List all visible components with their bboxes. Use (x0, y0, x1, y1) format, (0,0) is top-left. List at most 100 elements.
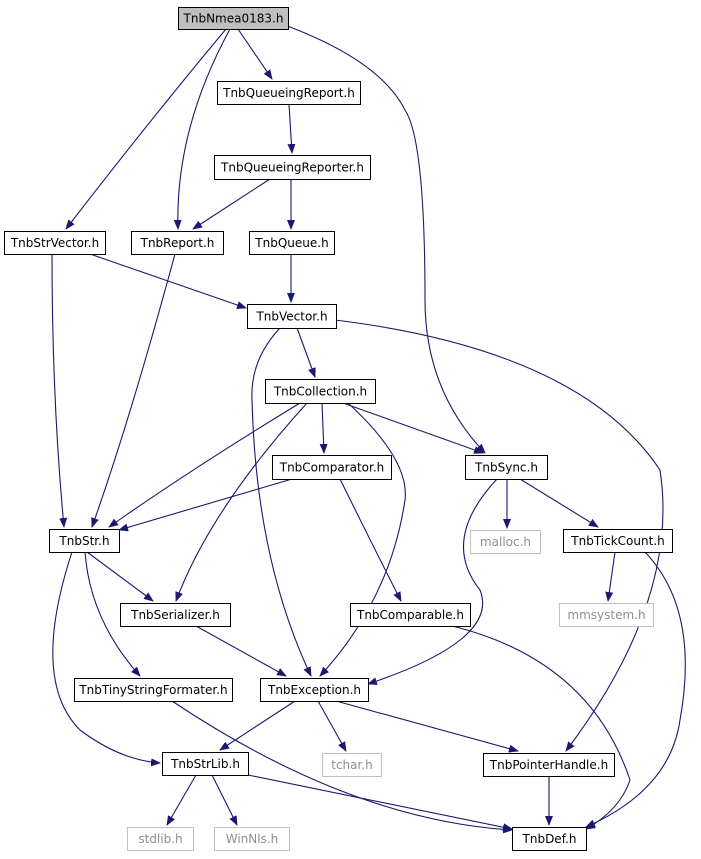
edge-str-to-tinyFmt (84, 551, 141, 677)
edge-report-to-str (91, 253, 176, 528)
node-box (265, 379, 376, 404)
node-label: TnbDef.h (522, 832, 577, 846)
edge-exception-to-pointerHandle (335, 700, 519, 753)
node-def[interactable]: TnbDef.h (512, 827, 587, 851)
node-serializer[interactable]: TnbSerializer.h (120, 603, 231, 627)
edge-strLib-to-def (247, 774, 513, 832)
edges-layer (51, 23, 686, 834)
edge-tinyFmt-to-def (171, 700, 513, 834)
node-box (162, 752, 249, 776)
node-box (217, 81, 361, 105)
node-box (470, 530, 541, 554)
node-label: mmsystem.h (567, 608, 645, 622)
edge-nmea-to-sync (281, 23, 486, 454)
node-label: tchar.h (331, 758, 373, 772)
node-label: TnbStrLib.h (170, 757, 240, 771)
edge-str-to-strLib (52, 551, 161, 767)
node-box (260, 678, 369, 702)
node-tchar: tchar.h (322, 753, 382, 777)
node-label: TnbCollection.h (273, 385, 367, 399)
node-box (563, 529, 673, 553)
nodes-layer: TnbNmea0183.hTnbQueueingReport.hTnbQueue… (4, 7, 673, 851)
edge-strLib-to-stdlib (166, 774, 197, 826)
node-label: TnbPointerHandle.h (489, 758, 608, 772)
node-queueingReport[interactable]: TnbQueueingReport.h (217, 81, 361, 105)
node-label: malloc.h (480, 535, 531, 549)
node-nmea[interactable]: TnbNmea0183.h (178, 7, 289, 30)
edge-vector-to-collection (296, 327, 316, 378)
edge-queueingReport-to-queueingReporter (287, 103, 296, 154)
node-label: TnbStrVector.h (10, 236, 99, 250)
edge-vector-to-exception (251, 327, 312, 677)
node-str[interactable]: TnbStr.h (49, 529, 120, 553)
edge-collection-to-comparator (319, 402, 328, 454)
node-tinyFmt[interactable]: TnbTinyStringFormater.h (74, 678, 233, 702)
edge-serializer-to-exception (195, 625, 287, 677)
edge-comparable-to-def (451, 625, 631, 830)
node-label: TnbStr.h (58, 534, 109, 548)
node-vector[interactable]: TnbVector.h (247, 304, 337, 329)
node-label: TnbComparable.h (356, 608, 464, 622)
node-label: TnbTickCount.h (570, 534, 664, 548)
edge-comparator-to-comparable (339, 478, 402, 602)
node-mmsystem: mmsystem.h (559, 603, 654, 627)
edge-str-to-serializer (86, 551, 154, 602)
node-box (178, 7, 289, 30)
edge-collection-to-serializer (175, 402, 308, 602)
node-box (249, 231, 335, 255)
node-box (350, 603, 471, 627)
node-label: TnbVector.h (255, 310, 327, 324)
node-label: WinNls.h (226, 832, 279, 846)
edge-exception-to-strLib (219, 700, 296, 751)
node-box (120, 603, 231, 627)
node-strLib[interactable]: TnbStrLib.h (162, 752, 249, 776)
node-winnls: WinNls.h (214, 827, 290, 851)
node-comparable[interactable]: TnbComparable.h (350, 603, 471, 627)
node-box (512, 827, 587, 851)
node-label: TnbSerializer.h (130, 608, 220, 622)
node-comparator[interactable]: TnbComparator.h (272, 455, 392, 480)
node-malloc: malloc.h (470, 530, 541, 554)
node-box (465, 455, 548, 480)
edge-tickCount-to-def (585, 551, 686, 828)
node-sync[interactable]: TnbSync.h (465, 455, 548, 480)
node-queueingReporter[interactable]: TnbQueueingReporter.h (214, 155, 371, 180)
node-box (214, 155, 371, 180)
edge-strVector-to-str (51, 253, 68, 528)
node-label: TnbComparator.h (279, 461, 385, 475)
node-report[interactable]: TnbReport.h (131, 231, 224, 255)
node-queue[interactable]: TnbQueue.h (249, 231, 335, 255)
node-label: TnbReport.h (140, 236, 215, 250)
node-box (272, 455, 392, 480)
node-box (559, 603, 654, 627)
node-label: TnbQueueingReport.h (222, 86, 355, 100)
node-box (131, 231, 224, 255)
node-collection[interactable]: TnbCollection.h (265, 379, 376, 404)
node-box (4, 231, 106, 255)
node-stdlib: stdlib.h (127, 827, 194, 851)
edge-queueingReporter-to-report (192, 178, 271, 230)
node-label: TnbSync.h (474, 461, 538, 475)
node-pointerHandle[interactable]: TnbPointerHandle.h (483, 753, 615, 777)
node-box (247, 304, 337, 329)
node-label: TnbTinyStringFormater.h (78, 683, 227, 697)
edge-exception-to-tchar (317, 700, 347, 752)
node-box (483, 753, 615, 777)
edge-tickCount-to-mmsystem (605, 551, 616, 602)
edge-collection-to-sync (342, 402, 484, 454)
edge-nmea-to-report (173, 28, 231, 230)
edge-strLib-to-winnls (211, 774, 238, 826)
node-label: stdlib.h (138, 832, 182, 846)
edge-sync-to-exception (367, 478, 498, 685)
edge-nmea-to-strVector (65, 28, 227, 230)
node-strVector[interactable]: TnbStrVector.h (4, 231, 106, 255)
node-exception[interactable]: TnbException.h (260, 678, 369, 702)
edge-collection-to-str (108, 402, 301, 528)
node-label: TnbNmea0183.h (183, 12, 284, 26)
edge-comparator-to-str (118, 478, 293, 532)
node-tickCount[interactable]: TnbTickCount.h (563, 529, 673, 553)
node-box (322, 753, 382, 777)
node-label: TnbException.h (267, 683, 361, 697)
